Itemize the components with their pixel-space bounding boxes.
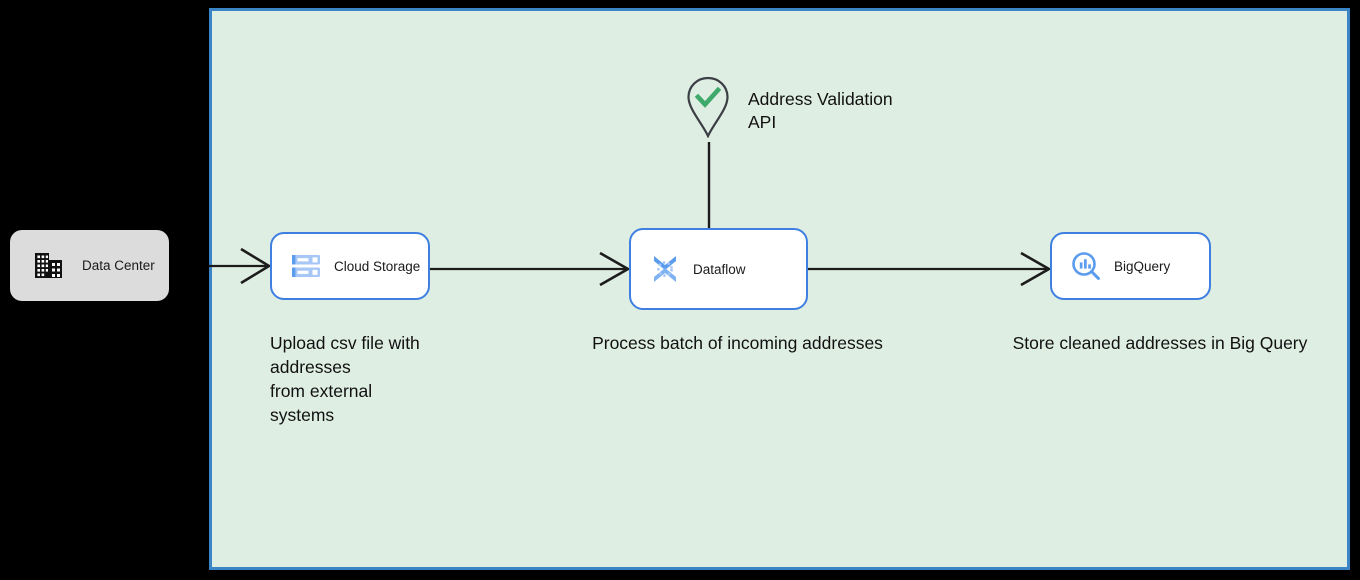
node-dataflow[interactable]: Dataflow <box>629 228 808 310</box>
caption-dataflow: Process batch of incoming addresses <box>592 333 883 353</box>
data-center-icon <box>32 248 66 282</box>
dataflow-icon <box>649 253 681 285</box>
data-center-label: Data Center <box>82 258 155 273</box>
caption-cloud-storage-text-2: from external <box>270 381 373 401</box>
data-center-node[interactable]: Data Center <box>10 230 169 301</box>
caption-bigquery: Store cleaned addresses in Big Query <box>1012 333 1308 353</box>
caption-cloud-storage: Upload csv file with addresses from exte… <box>270 331 480 427</box>
address-validation-api-label: Address Validation API <box>748 88 978 134</box>
map-pin-check-icon <box>685 76 731 139</box>
node-cloud-storage[interactable]: Cloud Storage <box>270 232 430 300</box>
caption-cloud-storage-text: Upload csv file with addresses <box>270 333 420 377</box>
node-dataflow-label: Dataflow <box>693 261 746 277</box>
api-label-line2: API <box>748 112 777 132</box>
bigquery-icon <box>1070 250 1102 282</box>
caption-cloud-storage-text-3: systems <box>270 405 335 425</box>
cloud-storage-icon <box>290 250 322 282</box>
api-label-line1: Address Validation <box>748 89 893 109</box>
node-bigquery-label: BigQuery <box>1114 258 1171 274</box>
node-bigquery[interactable]: BigQuery <box>1050 232 1211 300</box>
node-cloud-storage-label: Cloud Storage <box>334 258 421 274</box>
